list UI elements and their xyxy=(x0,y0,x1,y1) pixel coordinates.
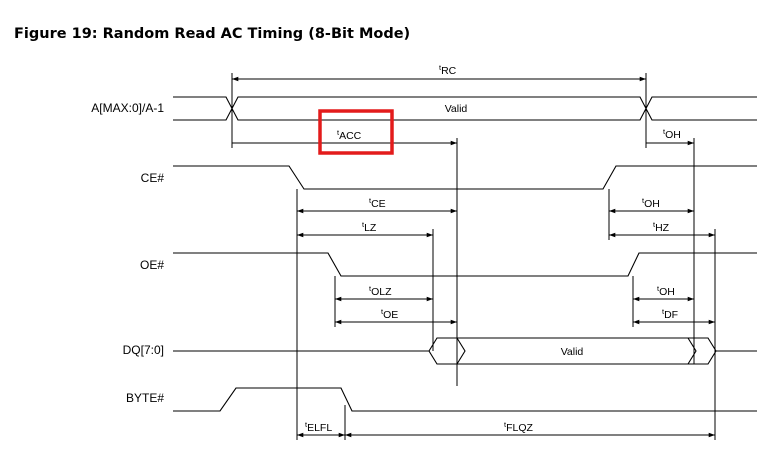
signal-label-dq: DQ[7:0] xyxy=(123,343,164,357)
signal-label-address: A[MAX:0]/A-1 xyxy=(91,101,164,115)
timing-label-tdf: tDF xyxy=(662,307,678,321)
signal-label-ce: CE# xyxy=(141,171,165,185)
timing-label-toh-oe: tOH xyxy=(657,284,675,298)
timing-label-tflqz: tFLQZ xyxy=(504,420,534,434)
timing-arrows xyxy=(232,76,715,438)
timing-label-toh-addr: tOH xyxy=(663,127,681,141)
address-waveform xyxy=(173,96,757,121)
timing-label-toh-ce: tOH xyxy=(642,196,660,210)
highlight-box xyxy=(318,109,394,155)
reference-lines xyxy=(231,73,716,440)
timing-label-tce: tCE xyxy=(369,196,386,210)
timing-label-thz: tHZ xyxy=(653,220,670,234)
dq-waveform xyxy=(173,337,757,365)
timing-label-tacc: tACC xyxy=(337,128,362,142)
dq-valid-label: Valid xyxy=(561,346,584,358)
timing-label-telfl: tELFL xyxy=(305,420,332,434)
timing-label-toe: tOE xyxy=(381,307,398,321)
figure-title: Figure 19: Random Read AC Timing (8-Bit … xyxy=(14,26,411,42)
signal-label-byte: BYTE# xyxy=(126,391,164,405)
timing-label-tlz: tLZ xyxy=(362,220,377,234)
timing-label-trc: tRC xyxy=(439,63,457,77)
signal-label-oe: OE# xyxy=(140,258,164,272)
address-valid-label: Valid xyxy=(445,103,468,115)
oe-waveform xyxy=(173,252,757,277)
byte-waveform xyxy=(173,387,757,412)
timing-label-tolz: tOLZ xyxy=(369,284,392,298)
ce-waveform xyxy=(173,165,757,190)
